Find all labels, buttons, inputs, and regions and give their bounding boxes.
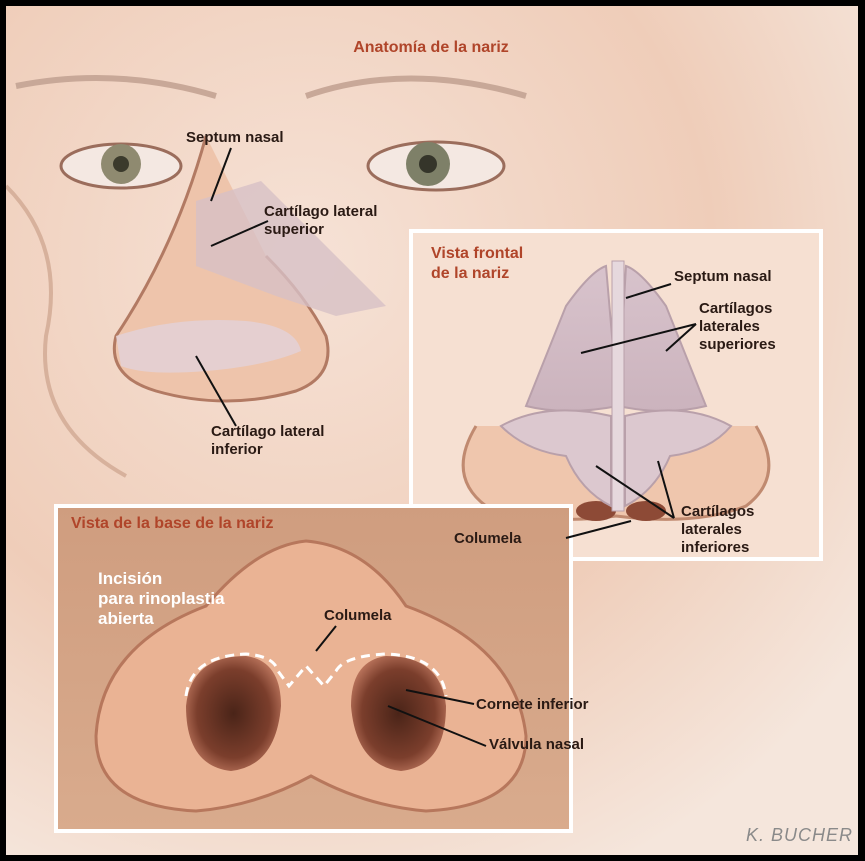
frontal-upper-laterals-label-1: Cartílagos (699, 300, 772, 317)
frontal-upper-laterals-label-2: laterales (699, 318, 760, 335)
base-nasal-valve-label: Válvula nasal (489, 736, 584, 753)
nose-anatomy-diagram: Anatomía de la nariz Septum nasal Cartíl… (6, 6, 858, 855)
frontal-lower-laterals-label-1: Cartílagos (681, 503, 754, 520)
frontal-columella-label: Columela (454, 530, 522, 547)
artist-signature: K. BUCHER (746, 825, 853, 845)
side-upper-lateral-label-2: superior (264, 221, 324, 238)
base-heading: Vista de la base de la nariz (71, 515, 273, 532)
base-columella-label: Columela (324, 607, 392, 624)
side-upper-lateral-label-1: Cartílago lateral (264, 203, 377, 220)
base-incision-label-2: para rinoplastia (98, 589, 225, 608)
side-lower-lateral-label-1: Cartílago lateral (211, 423, 324, 440)
septum-frontal (612, 261, 624, 511)
title: Anatomía de la nariz (353, 39, 509, 56)
base-incision-label-1: Incisión (98, 569, 162, 588)
frontal-septum-label: Septum nasal (674, 268, 772, 285)
side-lower-lateral-label-2: inferior (211, 441, 263, 458)
frontal-upper-laterals-label-3: superiores (699, 336, 776, 353)
base-view-panel (56, 506, 571, 831)
base-incision-label-3: abierta (98, 609, 154, 628)
frontal-lower-laterals-label-2: laterales (681, 521, 742, 538)
side-septum-label: Septum nasal (186, 129, 284, 146)
base-inferior-turbinate-label: Cornete inferior (476, 696, 589, 713)
frontal-lower-laterals-label-3: inferiores (681, 539, 749, 556)
frontal-heading-2: de la nariz (431, 265, 509, 282)
frontal-heading-1: Vista frontal (431, 245, 523, 262)
illustration-frame: Anatomía de la nariz Septum nasal Cartíl… (6, 6, 858, 855)
